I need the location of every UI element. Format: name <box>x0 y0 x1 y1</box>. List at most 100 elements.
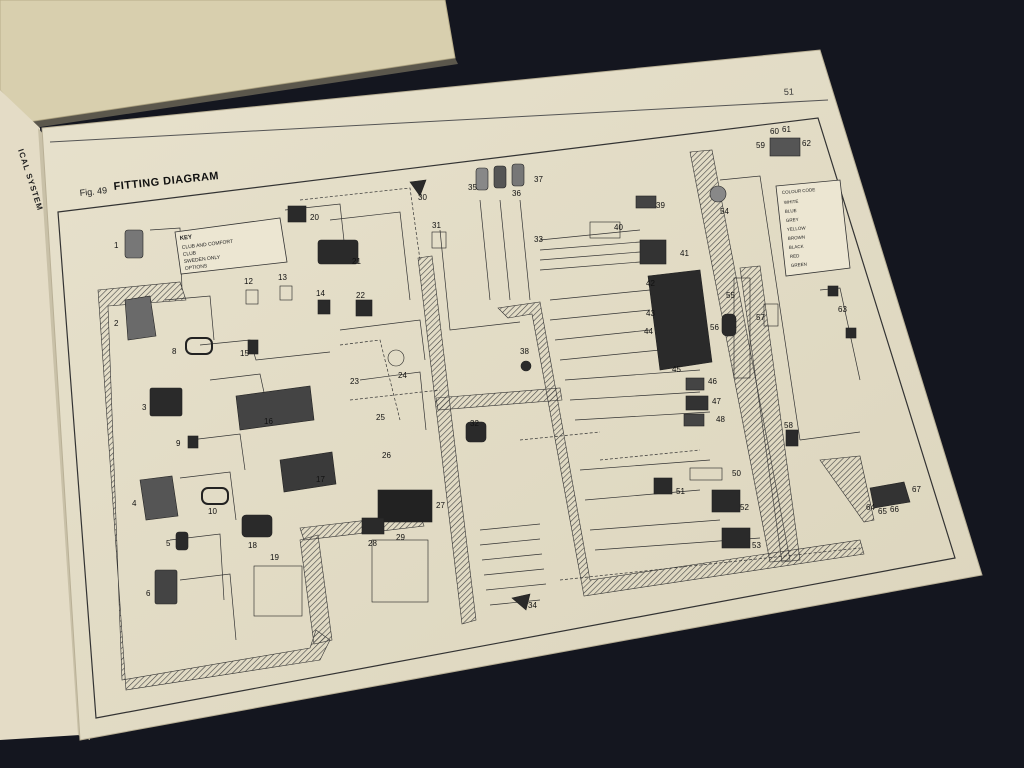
component-17-battery <box>279 451 337 493</box>
component-37-bulb <box>511 163 525 187</box>
component-29-fusebox <box>371 539 429 603</box>
component-40-switch <box>589 221 621 239</box>
label-15: 15 <box>240 349 249 358</box>
component-15-plug <box>247 339 259 355</box>
label-40: 40 <box>614 223 623 232</box>
figure-label: Fig. 49 <box>79 185 107 198</box>
key-box: KEY CLUB AND COMFORT CLUB SWEDEN ONLY OP… <box>174 217 288 275</box>
key-title: KEY <box>180 235 193 242</box>
component-1-sidelamp <box>124 229 144 259</box>
diagram-border <box>57 117 956 719</box>
label-32: 32 <box>470 419 479 428</box>
label-60: 60 <box>770 127 779 136</box>
component-47-switch <box>685 395 709 411</box>
colour-code-entry-1: WHITE <box>784 199 799 205</box>
label-55: 55 <box>726 291 735 300</box>
key-entry-3: SWEDEN ONLY <box>184 254 222 264</box>
key-entry-4: OPTIONS <box>185 263 209 272</box>
header-rule <box>49 99 829 143</box>
label-2: 2 <box>114 319 119 328</box>
label-1: 1 <box>114 241 119 250</box>
label-53: 53 <box>752 541 761 550</box>
component-56-unit <box>721 313 737 337</box>
label-16: 16 <box>264 417 273 426</box>
label-26: 26 <box>382 451 391 460</box>
label-19: 19 <box>270 553 279 562</box>
component-31-switch <box>431 231 447 249</box>
component-48-switch <box>683 413 705 427</box>
component-64-67-rear-lamp <box>869 481 911 509</box>
label-23: 23 <box>350 377 359 386</box>
label-56: 56 <box>710 323 719 332</box>
colour-code-entry-8: GREEN <box>791 262 807 268</box>
colour-code-entry-4: YELLOW <box>787 225 807 232</box>
label-42: 42 <box>646 279 655 288</box>
label-46: 46 <box>708 377 717 386</box>
label-45: 45 <box>672 365 681 374</box>
label-67: 67 <box>912 485 921 494</box>
component-58-switch <box>785 429 799 447</box>
component-38-gauge <box>520 360 532 372</box>
label-44: 44 <box>644 327 653 336</box>
label-43: 43 <box>646 309 655 318</box>
label-66: 66 <box>890 505 899 514</box>
component-36-bulb <box>493 165 507 189</box>
component-60-62-connector <box>769 137 801 157</box>
component-28-box <box>361 517 385 535</box>
component-43-instrument-panel <box>647 269 713 371</box>
colour-code-entry-7: RED <box>790 253 801 259</box>
label-58: 58 <box>784 421 793 430</box>
component-52-lamp <box>711 489 741 513</box>
label-39: 39 <box>656 201 665 210</box>
colour-code-entry-3: GREY <box>786 217 799 223</box>
label-57: 57 <box>756 313 765 322</box>
component-50-lamp <box>689 467 723 481</box>
label-24: 24 <box>398 371 407 380</box>
label-62: 62 <box>802 139 811 148</box>
component-27-regulator <box>377 489 433 523</box>
label-48: 48 <box>716 415 725 424</box>
component-2-headlamp <box>124 295 157 341</box>
component-54-horn <box>709 185 727 203</box>
label-33: 33 <box>534 235 543 244</box>
label-47: 47 <box>712 397 721 406</box>
key-entry-2: CLUB <box>183 250 198 258</box>
component-12-switch <box>245 289 259 305</box>
label-22: 22 <box>356 291 365 300</box>
component-9-switch <box>187 435 199 449</box>
component-57-unit <box>763 303 779 327</box>
colour-code-entry-2: BLUE <box>785 208 797 214</box>
component-8-sensor <box>185 337 213 355</box>
colour-code-entry-6: BLACK <box>789 244 804 250</box>
component-10-sensor <box>201 487 229 505</box>
label-63: 63 <box>838 305 847 314</box>
label-50: 50 <box>732 469 741 478</box>
component-35-bulb <box>475 167 489 191</box>
label-5: 5 <box>166 539 171 548</box>
label-21: 21 <box>352 257 361 266</box>
component-63-switch-a <box>827 285 839 297</box>
component-3-relay <box>149 387 183 417</box>
label-59: 59 <box>756 141 765 150</box>
label-12: 12 <box>244 277 253 286</box>
label-18: 18 <box>248 541 257 550</box>
component-4-headlamp <box>139 475 179 521</box>
label-25: 25 <box>376 413 385 422</box>
component-18-motor <box>241 514 273 538</box>
label-17: 17 <box>316 475 325 484</box>
component-20-relay <box>287 205 307 223</box>
label-20: 20 <box>310 213 319 222</box>
label-3: 3 <box>142 403 147 412</box>
component-41-switch <box>639 239 667 265</box>
component-21-wiper-motor <box>317 239 359 265</box>
component-22-relay <box>355 299 373 317</box>
colour-code-entry-5: BROWN <box>788 235 806 241</box>
left-page <box>0 90 80 740</box>
thin-wiring <box>149 175 861 641</box>
label-41: 41 <box>680 249 689 258</box>
label-65: 65 <box>878 507 887 516</box>
label-14: 14 <box>316 289 325 298</box>
label-30: 30 <box>418 193 427 202</box>
label-34: 34 <box>528 601 537 610</box>
